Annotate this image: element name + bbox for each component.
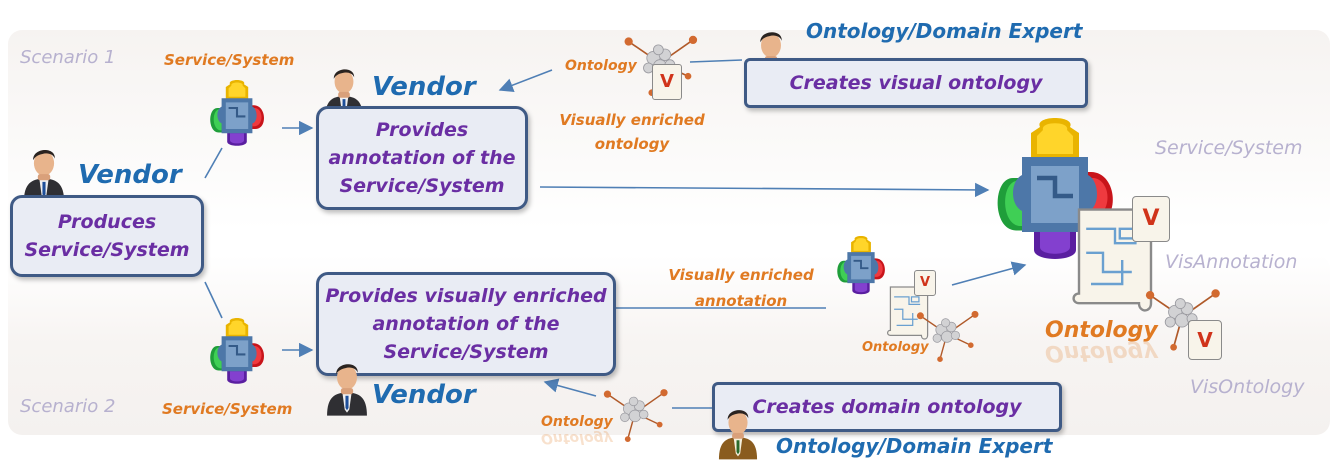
v-badge-1: V [652, 64, 682, 100]
visontology-label: VisOntology [1190, 376, 1305, 398]
arrow-visannotation-to-result [951, 261, 1027, 286]
v-badge-2: V [914, 270, 936, 296]
scenario-2-label: Scenario 2 [20, 396, 116, 417]
result-ontology-label-reflection: Ontology [1045, 340, 1158, 365]
connector-expert1-to-ontology [689, 59, 743, 63]
v-badge-4: V [1188, 320, 1222, 360]
produces-service-box: Produces Service/System [10, 195, 204, 277]
service-puzzle-icon [197, 80, 277, 150]
scenario-1-label: Scenario 1 [20, 47, 116, 68]
service-puzzle-icon-2 [197, 318, 277, 388]
expert-title-2: Ontology/Domain Expert [776, 434, 1053, 458]
arrow-annotation-to-result [539, 182, 990, 198]
vendor-label-main: Vendor [78, 160, 182, 190]
ontology-label-1: Ontology [565, 58, 637, 74]
visually-enriched-annotation-label: Visually enriched annotation [668, 266, 814, 310]
visually-enriched-ontology-label: Visually enriched ontology [559, 111, 705, 153]
vendor-person-icon [20, 140, 68, 202]
arrow-ontology-to-vendor1 [498, 69, 553, 93]
service-system-label-1: Service/System [164, 51, 295, 69]
vendor-label-1: Vendor [372, 72, 476, 102]
service-system-label-2: Service/System [162, 400, 293, 418]
connector-vendor-to-service2 [204, 281, 223, 319]
right-service-system-label: Service/System [1155, 137, 1303, 159]
creates-domain-ontology-box: Creates domain ontology [712, 382, 1062, 432]
provides-annotation-box: Provides annotation of the Service/Syste… [316, 106, 528, 210]
vendor-person-icon-2 [324, 354, 370, 416]
creates-visual-ontology-box: Creates visual ontology [744, 58, 1088, 108]
ontology-label-2: Ontology [862, 340, 929, 355]
vendor-label-2: Vendor [372, 380, 476, 410]
arrow-ontology-to-vendor2 [543, 378, 597, 397]
connector-vendor-to-service1 [204, 147, 223, 179]
ontology-graph-icon-3 [596, 384, 674, 442]
expert-person-icon-2 [716, 390, 760, 470]
provides-visual-annotation-box: Provides visually enriched annotation of… [316, 272, 616, 376]
visannotation-label: VisAnnotation [1165, 251, 1298, 273]
v-badge-3: V [1132, 196, 1170, 242]
result-ontology-label: Ontology [1045, 318, 1158, 343]
expert-title-1: Ontology/Domain Expert [806, 19, 1083, 43]
ontology-label-3: Ontology [541, 414, 613, 430]
